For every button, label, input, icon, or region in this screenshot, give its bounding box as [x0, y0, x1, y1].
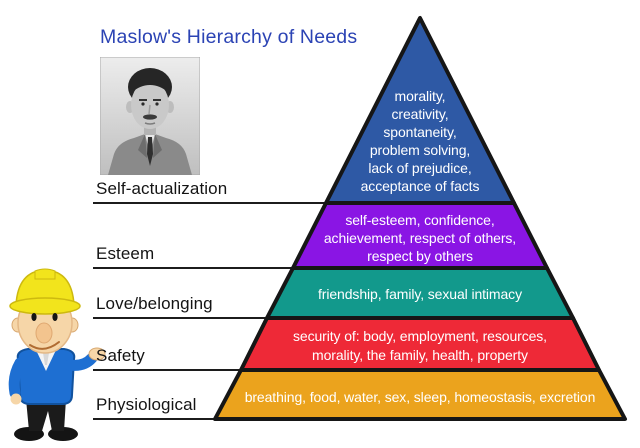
- level-label-safety: Safety: [96, 346, 145, 365]
- worker-eye-right: [52, 313, 58, 321]
- worker-eye-left: [31, 313, 37, 321]
- portrait-tie: [147, 137, 153, 166]
- level-label-love-belonging: Love/belonging: [96, 294, 213, 313]
- worker-left-hand: [10, 393, 22, 405]
- construction-worker-illustration: [8, 268, 106, 441]
- worker-smile: [29, 341, 60, 350]
- level-items-self-actualization: morality, creativity, spontaneity, probl…: [360, 88, 480, 194]
- portrait-eye-left: [141, 102, 145, 106]
- level-items-esteem: self-esteem, confidence, achievement, re…: [323, 212, 517, 264]
- portrait-nose: [148, 104, 151, 115]
- portrait-lapels: [138, 134, 162, 158]
- level-label-esteem: Esteem: [96, 244, 155, 263]
- portrait-eye-right: [155, 102, 159, 106]
- maslow-portrait-illustration: [99, 56, 201, 176]
- maslow-portrait-photo: [99, 56, 201, 176]
- worker-pants: [26, 399, 66, 431]
- worker-right-arm: [64, 352, 98, 371]
- worker-nose: [35, 322, 53, 344]
- worker-left-arm: [8, 357, 26, 399]
- level-label-physiological: Physiological: [96, 395, 197, 414]
- worker-hard-hat-brim: [9, 297, 81, 315]
- portrait-mustache: [143, 114, 157, 120]
- worker-right-hand: [88, 347, 106, 361]
- construction-worker-cartoon: [2, 263, 108, 443]
- level-items-love-belonging: friendship, family, sexual intimacy: [318, 286, 522, 302]
- portrait-mouth: [144, 122, 156, 125]
- portrait-hairline: [131, 77, 169, 93]
- worker-hard-hat-ridge: [34, 268, 56, 280]
- level-items-safety: security of: body, employment, resources…: [293, 328, 547, 363]
- worker-jacket: [16, 348, 76, 405]
- worker-tie: [43, 353, 49, 365]
- level-label-self-actualization: Self-actualization: [96, 179, 228, 198]
- label-lines: [93, 202, 327, 420]
- pyramid-levels: [213, 16, 627, 421]
- pyramid-level-physiological: [213, 368, 627, 421]
- page-title: Maslow's Hierarchy of Needs: [100, 26, 358, 48]
- level-items-physiological: breathing, food, water, sex, sleep, home…: [244, 389, 596, 405]
